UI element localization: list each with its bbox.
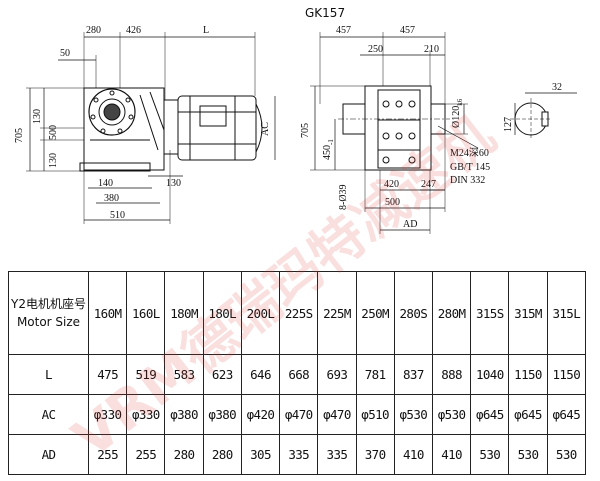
dim-holes: 8-Ø39 bbox=[338, 184, 349, 210]
dim-ad: AD bbox=[403, 219, 417, 230]
dim-247: 247 bbox=[421, 179, 436, 190]
table-cell: 668 bbox=[279, 354, 319, 395]
row-label: AD bbox=[8, 434, 89, 475]
table-cell: 370 bbox=[355, 434, 395, 475]
dim-130-right: 130 bbox=[166, 178, 181, 189]
drawing-title: GK157 bbox=[305, 6, 345, 20]
table-cell: φ645 bbox=[546, 394, 587, 435]
table-cell: 1150 bbox=[546, 354, 587, 395]
table-cell: 1040 bbox=[470, 354, 510, 395]
dim-280: 280 bbox=[86, 25, 101, 36]
table-cell: φ530 bbox=[431, 394, 472, 435]
dim-450: 450-1 bbox=[322, 139, 335, 160]
terminal-box bbox=[199, 105, 227, 127]
dim-426: 426 bbox=[126, 25, 141, 36]
motor-size-cell: 280M bbox=[431, 271, 472, 355]
dim-50: 50 bbox=[60, 48, 70, 59]
shaft-detail-labels: 32 127 bbox=[503, 82, 562, 132]
motor-size-cell: 160L bbox=[126, 271, 166, 355]
table-cell: φ470 bbox=[317, 394, 357, 435]
dim-500-side: 500 bbox=[385, 197, 400, 208]
watermark-text: VRM德瑞玛特减速机 bbox=[61, 103, 506, 470]
table-row-l: L 475 519 583 623 646 668 693 781 837 88… bbox=[8, 354, 587, 395]
table-row-ad: AD 255 255 280 280 305 335 335 370 410 4… bbox=[8, 434, 587, 475]
front-view-labels: 280 426 L 50 705 130 500 130 130 140 380… bbox=[14, 25, 271, 221]
motor-size-cell: 160M bbox=[87, 271, 128, 355]
side-view-labels: 457 457 250 210 Ø120k6 705 450-1 8-Ø39 4… bbox=[300, 25, 490, 230]
table-cell: 280 bbox=[202, 434, 242, 475]
table-header-row: Y2电机机座号 Motor Size 160M 160L 180M 180L 2… bbox=[8, 271, 587, 355]
dim-380: 380 bbox=[104, 193, 119, 204]
dim-140: 140 bbox=[98, 178, 113, 189]
table-row-ac: AC φ330 φ330 φ380 φ380 φ420 φ470 φ470 φ5… bbox=[8, 394, 587, 435]
motor-size-table: Y2电机机座号 Motor Size 160M 160L 180M 180L 2… bbox=[8, 271, 587, 475]
thread-note-1: M24深60 bbox=[450, 147, 489, 159]
dim-130-top: 130 bbox=[32, 109, 43, 124]
table-cell: φ645 bbox=[508, 394, 548, 435]
table-cell: 693 bbox=[317, 354, 357, 395]
header-en: Motor Size bbox=[16, 315, 81, 329]
dim-shaft-diameter: Ø120k6 bbox=[451, 98, 464, 128]
dim-705-side: 705 bbox=[300, 123, 311, 138]
table-cell: 530 bbox=[546, 434, 587, 475]
motor-size-cell: 225S bbox=[279, 271, 319, 355]
table-cell: 530 bbox=[508, 434, 548, 475]
header-cn: Y2电机机座号 bbox=[11, 297, 86, 311]
motor-size-header: Y2电机机座号 Motor Size bbox=[8, 271, 89, 355]
front-view bbox=[26, 32, 276, 224]
table-cell: φ330 bbox=[126, 394, 166, 435]
dim-457-left: 457 bbox=[336, 25, 351, 36]
table-cell: 255 bbox=[126, 434, 166, 475]
thread-note-2: GB/T 145 bbox=[450, 162, 490, 173]
dim-457-right: 457 bbox=[400, 25, 415, 36]
dim-510: 510 bbox=[110, 210, 125, 221]
dim-420: 420 bbox=[384, 179, 399, 190]
dim-ac: AC bbox=[260, 122, 271, 136]
table-cell: 623 bbox=[202, 354, 242, 395]
table-cell: φ380 bbox=[202, 394, 242, 435]
technical-drawing: GK157 bbox=[14, 6, 577, 234]
table-cell: 280 bbox=[164, 434, 204, 475]
table-cell: φ645 bbox=[470, 394, 510, 435]
table-cell: 255 bbox=[87, 434, 128, 475]
dim-l: L bbox=[203, 25, 209, 36]
dim-250: 250 bbox=[368, 44, 383, 55]
motor-size-cell: 315S bbox=[470, 271, 510, 355]
dim-500-front: 500 bbox=[48, 125, 59, 140]
thread-note-3: DIN 332 bbox=[450, 175, 485, 186]
table-cell: φ510 bbox=[355, 394, 395, 435]
motor-size-cell: 225M bbox=[317, 271, 357, 355]
motor-size-cell: 180M bbox=[164, 271, 204, 355]
table-cell: 530 bbox=[470, 434, 510, 475]
table-cell: 519 bbox=[126, 354, 166, 395]
motor-size-cell: 200L bbox=[240, 271, 281, 355]
dim-127: 127 bbox=[503, 117, 514, 132]
motor-size-cell: 180L bbox=[202, 271, 242, 355]
dim-210: 210 bbox=[424, 44, 439, 55]
dim-705-front: 705 bbox=[14, 128, 25, 143]
dim-32: 32 bbox=[552, 82, 562, 93]
dim-130-bottom: 130 bbox=[48, 153, 59, 168]
table-cell: 888 bbox=[431, 354, 472, 395]
shaft-detail bbox=[510, 92, 577, 140]
table-cell: 475 bbox=[87, 354, 128, 395]
side-view bbox=[310, 32, 479, 234]
table-cell: 781 bbox=[355, 354, 395, 395]
motor-size-cell: 315L bbox=[546, 271, 587, 355]
motor-body bbox=[177, 95, 257, 161]
output-flange bbox=[88, 88, 136, 136]
table-cell: φ470 bbox=[279, 394, 319, 435]
